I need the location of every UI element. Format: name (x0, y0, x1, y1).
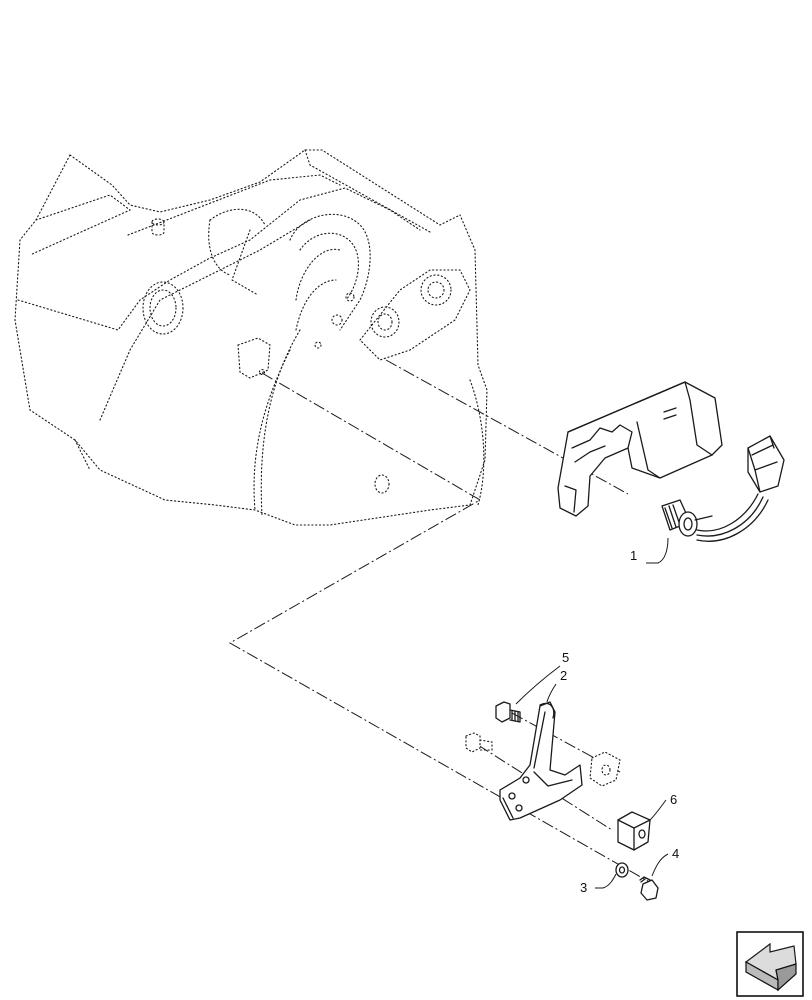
washer (615, 862, 629, 878)
svg-text:1: 1 (630, 548, 637, 563)
svg-text:2: 2 (560, 668, 567, 683)
bolt-upper (495, 701, 521, 723)
spacer-block-upper (589, 751, 621, 787)
svg-text:3: 3 (580, 880, 587, 895)
callout-6: 6 (649, 792, 677, 821)
next-page-arrow-icon[interactable] (736, 931, 804, 997)
callout-2: 2 (546, 668, 567, 703)
callout-1: 1 (630, 537, 669, 564)
svg-text:4: 4 (672, 846, 679, 861)
loader-arm-structure (14, 149, 488, 526)
mounting-bracket (499, 701, 583, 821)
spacer-block (617, 811, 651, 851)
callout-5: 5 (515, 650, 569, 705)
svg-text:6: 6 (670, 792, 677, 807)
svg-text:5: 5 (562, 650, 569, 665)
callout-4: 4 (651, 846, 679, 877)
screw (639, 876, 659, 901)
callout-3: 3 (580, 873, 617, 895)
bolt-lower (465, 732, 493, 753)
proximity-sensor-assembly (557, 381, 785, 542)
